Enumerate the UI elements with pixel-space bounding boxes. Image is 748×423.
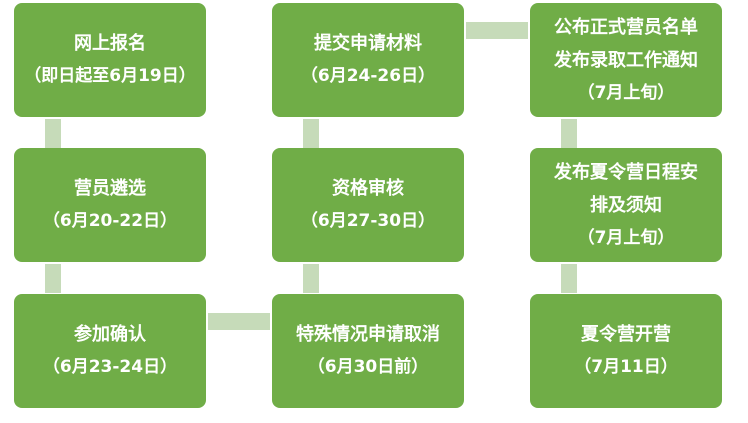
step-publish-list: 公布正式营员名单 发布录取工作通知 （7月上旬） bbox=[530, 3, 722, 117]
step-title: 公布正式营员名单 bbox=[554, 16, 698, 38]
connector-submit-to-publish-list bbox=[466, 22, 528, 39]
step-title-2: 排及须知 bbox=[590, 194, 662, 216]
step-date: （6月27-30日） bbox=[300, 211, 436, 231]
step-title: 特殊情况申请取消 bbox=[296, 324, 440, 345]
step-qualification-review: 资格审核 （6月27-30日） bbox=[272, 148, 464, 262]
step-camper-selection: 营员遴选 （6月20-22日） bbox=[14, 148, 206, 262]
step-title: 资格审核 bbox=[332, 178, 404, 199]
step-date: （6月20-22日） bbox=[42, 211, 178, 231]
step-title-2: 发布录取工作通知 bbox=[554, 49, 698, 71]
step-date: （7月上旬） bbox=[577, 227, 675, 248]
connector-cancellation-to-review bbox=[303, 264, 319, 293]
connector-selection-to-confirm bbox=[45, 264, 61, 293]
step-title: 提交申请材料 bbox=[314, 33, 422, 54]
step-special-cancellation: 特殊情况申请取消 （6月30日前） bbox=[272, 294, 464, 408]
step-publish-schedule: 发布夏令营日程安 排及须知 （7月上旬） bbox=[530, 148, 722, 262]
step-online-registration: 网上报名 （即日起至6月19日） bbox=[14, 3, 206, 117]
step-date: （7月上旬） bbox=[577, 82, 675, 103]
step-title: 营员遴选 bbox=[74, 178, 146, 199]
step-title: 发布夏令营日程安 bbox=[554, 161, 698, 183]
step-date: （即日起至6月19日） bbox=[24, 66, 196, 86]
connector-confirm-to-cancellation bbox=[208, 313, 270, 330]
connector-review-to-submit bbox=[303, 119, 319, 148]
step-title: 网上报名 bbox=[74, 33, 146, 54]
connector-schedule-to-opening bbox=[561, 264, 577, 293]
step-title: 参加确认 bbox=[74, 324, 146, 345]
step-date: （7月11日） bbox=[574, 357, 678, 377]
connector-list-to-schedule bbox=[561, 119, 577, 148]
step-date: （6月23-24日） bbox=[42, 357, 178, 377]
step-participation-confirm: 参加确认 （6月23-24日） bbox=[14, 294, 206, 408]
step-submit-materials: 提交申请材料 （6月24-26日） bbox=[272, 3, 464, 117]
connector-registration-to-selection bbox=[45, 119, 61, 148]
step-date: （6月30日前） bbox=[307, 357, 429, 377]
step-summer-camp-opening: 夏令营开营 （7月11日） bbox=[530, 294, 722, 408]
step-title: 夏令营开营 bbox=[581, 324, 671, 345]
step-date: （6月24-26日） bbox=[300, 66, 436, 86]
